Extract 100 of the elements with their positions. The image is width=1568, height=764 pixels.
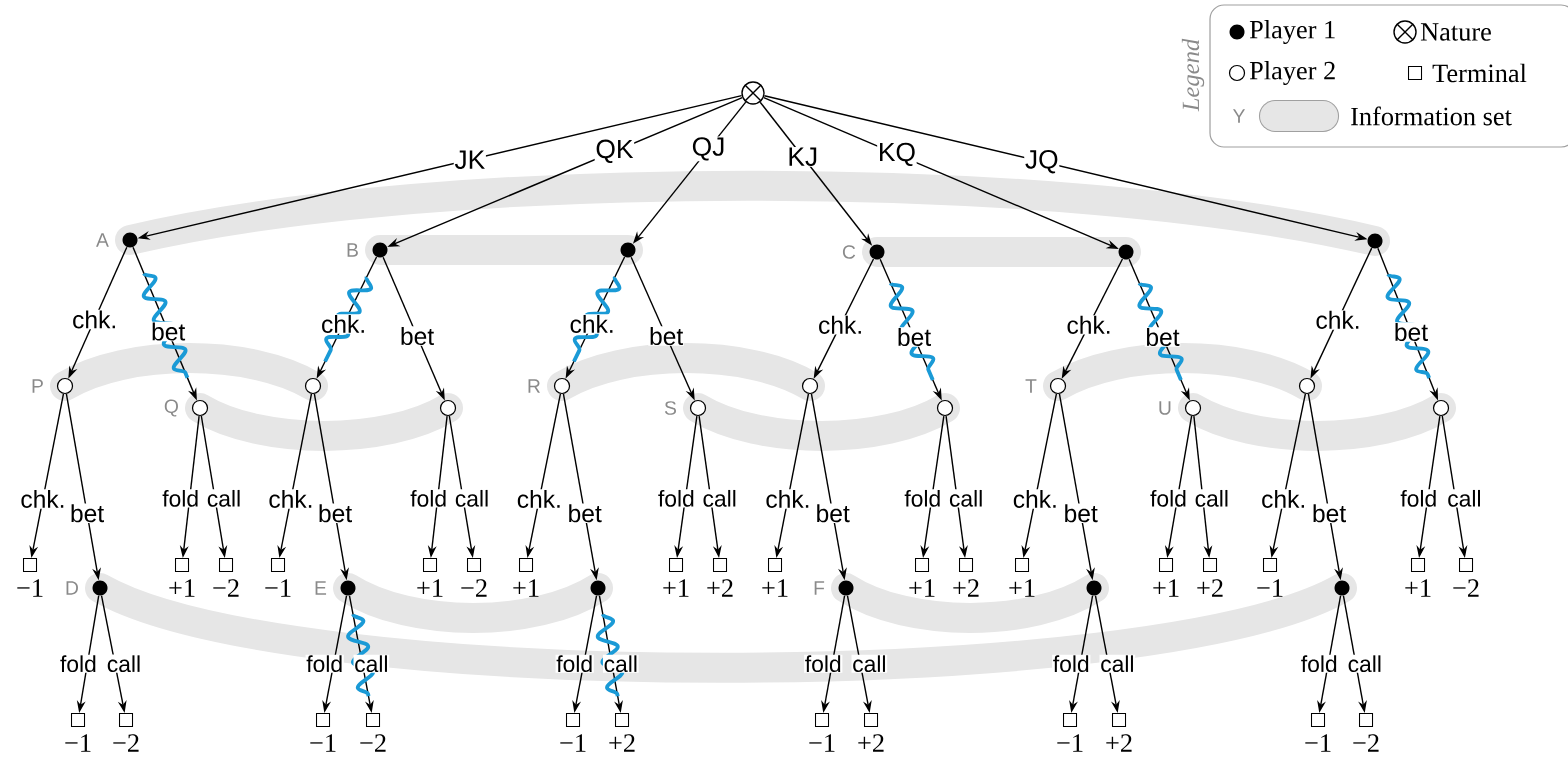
payoff-value: −1 (265, 579, 291, 597)
edge-label: chk. (267, 489, 315, 509)
edge-label: fold (657, 489, 696, 508)
payoff-value: +2 (858, 734, 884, 752)
edge-label: JK (453, 149, 486, 170)
decision-node (56, 377, 74, 395)
edge-label: fold (409, 489, 448, 508)
payoff-value: −1 (1057, 734, 1083, 752)
payoff-value: +2 (1106, 734, 1132, 752)
legend-text: Nature (1420, 23, 1491, 41)
edge-label: chk. (764, 489, 812, 509)
edge-label: bet (1393, 322, 1429, 342)
information-set-band (1178, 393, 1456, 451)
payoff-value: −1 (1305, 734, 1331, 752)
edge-label: call (1446, 489, 1483, 508)
set-letter: U (1159, 401, 1171, 415)
edge-label: bet (317, 503, 353, 523)
set-letter: D (66, 581, 78, 595)
information-set-band (831, 573, 1109, 633)
payoff-value: +1 (1405, 579, 1431, 597)
edge-label: chk. (1314, 310, 1362, 330)
decision-node (689, 399, 707, 417)
legend-text: Player 2 (1249, 61, 1335, 85)
payoff-value: +1 (762, 579, 788, 597)
information-set-band (365, 235, 643, 265)
information-set-band (333, 573, 613, 633)
payoff-value: +1 (663, 579, 689, 597)
edge-label: bet (814, 503, 851, 523)
decision-node (801, 377, 819, 395)
set-letter: Q (164, 399, 178, 417)
decision-node (1432, 399, 1450, 417)
chance-node (741, 81, 765, 105)
edge-label: QJ (690, 136, 727, 162)
edge-label: chk. (568, 314, 616, 334)
edge-label: call (206, 489, 242, 508)
edge-label: call (454, 489, 490, 508)
legend-text: Information set (1351, 106, 1512, 126)
payoff-value: −2 (213, 579, 239, 597)
edge-label: chk. (320, 314, 367, 334)
edge-label: QK (594, 138, 635, 164)
decision-node (439, 399, 457, 417)
payoff-value: −1 (310, 734, 336, 752)
edge-label: KJ (786, 146, 819, 167)
band-letter: Y (1233, 109, 1245, 123)
information-set-band (50, 343, 328, 401)
edge-label: bet (1311, 503, 1347, 523)
set-letter: S (664, 401, 676, 415)
edge-label: chk. (817, 315, 864, 335)
set-letter: C (842, 245, 856, 259)
decision-node (1118, 244, 1134, 260)
information-set-band (547, 343, 825, 401)
decision-node (620, 242, 636, 258)
information-set-band (1043, 343, 1322, 401)
legend-text: Player 1 (1249, 20, 1335, 44)
edge-label: bet (566, 503, 603, 523)
payoff-value: +2 (953, 579, 979, 597)
edge-label: fold (59, 654, 98, 673)
edge-label: fold (1149, 489, 1188, 508)
edge-label: bet (69, 503, 105, 523)
information-set-band (85, 573, 1357, 683)
payoff-value: −2 (1453, 579, 1479, 597)
payoff-value: +1 (417, 579, 443, 597)
payoff-value: −1 (560, 734, 586, 752)
decision-node (936, 399, 954, 417)
set-letter: F (814, 581, 825, 595)
payoff-value: −1 (1257, 579, 1283, 597)
set-letter: B (347, 243, 358, 257)
edge-label: bet (1062, 503, 1099, 523)
decision-node (869, 244, 885, 260)
edge-label: bet (399, 326, 435, 346)
edge-label: fold (1399, 489, 1438, 508)
legend-title: Legend (1181, 38, 1205, 112)
payoff-value: −2 (360, 734, 386, 752)
payoff-value: +2 (1197, 579, 1223, 597)
edge-label: bet (1144, 327, 1181, 347)
payoff-value: −2 (1353, 734, 1379, 752)
information-set-band (683, 393, 960, 451)
decision-node (191, 399, 209, 417)
edge-label: KQ (877, 141, 917, 167)
payoff-value: +2 (707, 579, 733, 597)
edge-label: chk. (19, 489, 67, 509)
information-set-band (115, 170, 1390, 256)
decision-node (304, 377, 322, 395)
payoff-value: +1 (909, 579, 935, 597)
edge-label: fold (903, 489, 942, 508)
set-letter: A (96, 233, 109, 247)
decision-node (1298, 377, 1316, 395)
edge-label: bet (896, 327, 932, 347)
edge-label: fold (1300, 654, 1339, 673)
payoff-value: −1 (809, 734, 835, 752)
payoff-value: +2 (609, 734, 635, 752)
decision-node (372, 242, 388, 258)
information-set-band (862, 237, 1141, 267)
edge-label: call (948, 489, 984, 508)
edge-label: chk. (1260, 489, 1307, 509)
edge-label: JQ (1024, 149, 1060, 175)
edge-label: chk. (71, 309, 118, 330)
payoff-value: −2 (461, 579, 487, 597)
edge-label: chk. (1065, 315, 1113, 335)
edge-label: call (1346, 654, 1383, 673)
